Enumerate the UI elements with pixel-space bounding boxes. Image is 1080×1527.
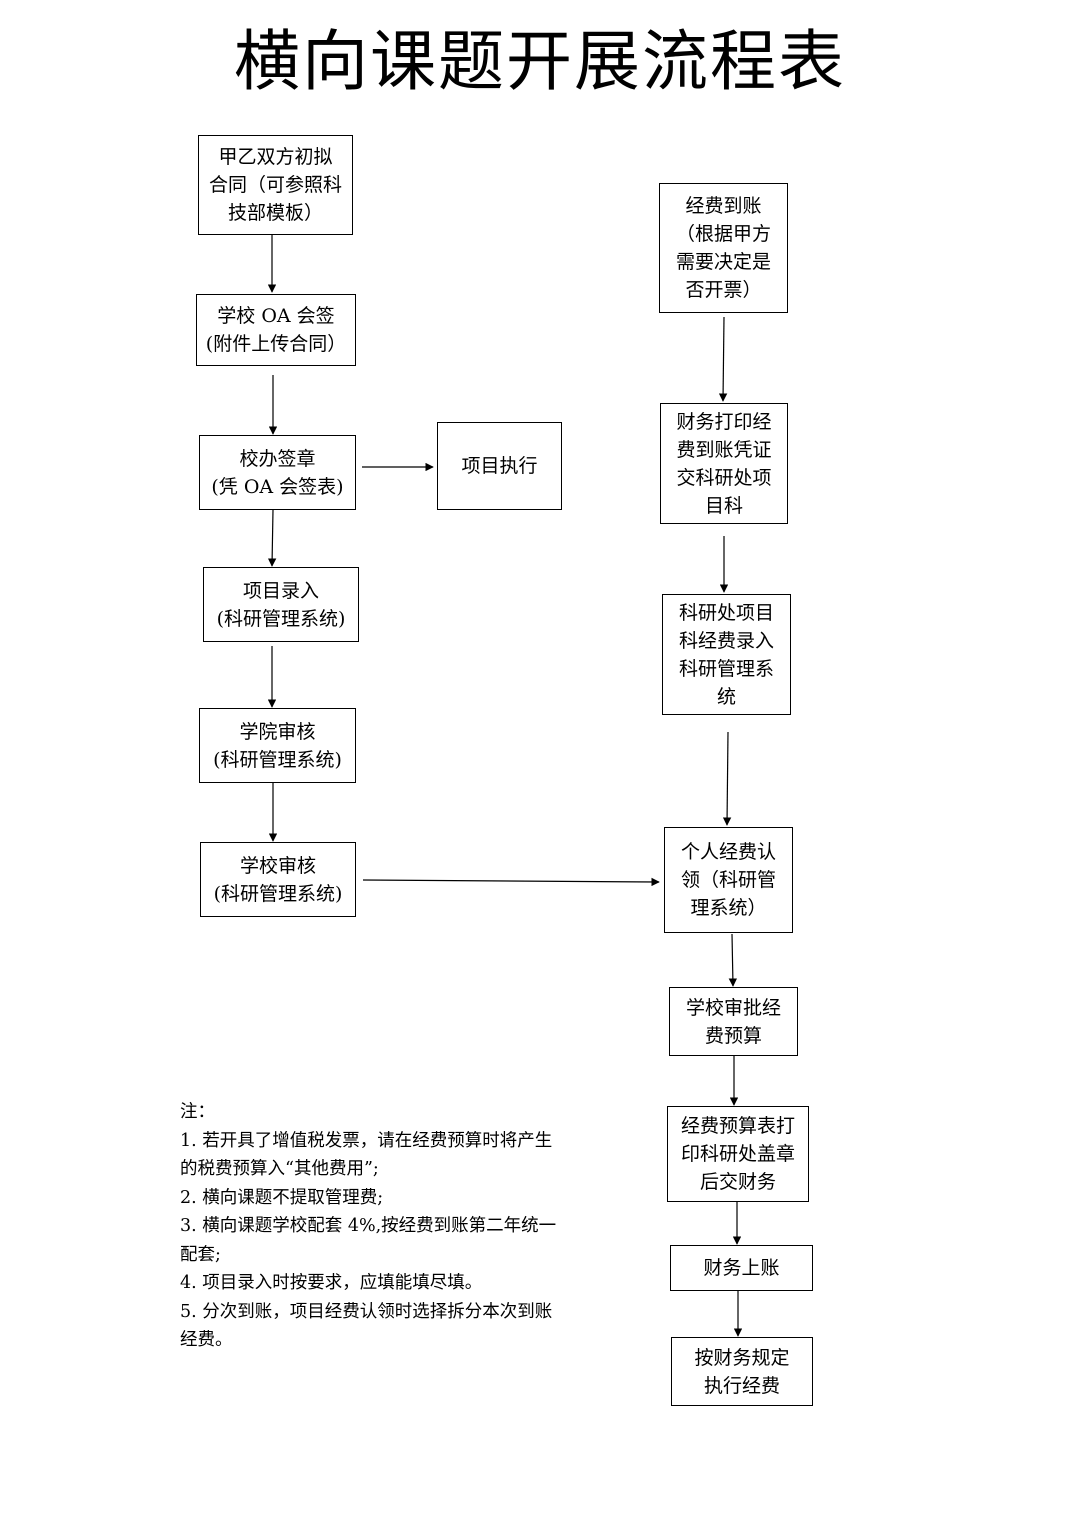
step-funds-arrive-label: 经费到账 （根据甲方 需要决定是 否开票）: [675, 195, 771, 301]
step-finance-posting: 财务上账: [670, 1245, 813, 1291]
step-budget-print-label: 经费预算表打 印科研处盖章 后交财务: [680, 1115, 795, 1193]
step-project-execution-label: 项目执行: [461, 455, 538, 477]
notes-heading: 注：: [180, 1102, 215, 1122]
note-item-5: 5. 分次到账，项目经费认领时选择拆分本次到账经费。: [180, 1301, 553, 1351]
step-finance-posting-label: 财务上账: [703, 1257, 780, 1279]
arrow-record-to-claim: [722, 731, 732, 826]
step-execute-funds: 按财务规定 执行经费: [671, 1337, 813, 1406]
step-funds-record-label: 科研处项目 科经费录入 科研管理系 统: [678, 601, 774, 708]
step-execute-funds-label: 按财务规定 执行经费: [694, 1346, 790, 1397]
note-item-4: 4. 项目录入时按要求，应填能填尽填。: [180, 1273, 483, 1293]
page-title: 横向课题开展流程表: [234, 23, 846, 100]
note-item-2: 2. 横向课题不提取管理费;: [180, 1187, 384, 1208]
step-personal-claim-label: 个人经费认 领（科研管 理系统）: [680, 841, 776, 919]
notes-section: 注： 1. 若开具了增值税发票，请在经费预算时将产生的税费预算入“其他费用”; …: [180, 1098, 560, 1355]
step-funds-arrive: 经费到账 （根据甲方 需要决定是 否开票）: [659, 183, 788, 313]
note-item-1: 1. 若开具了增值税发票，请在经费预算时将产生的税费预算入“其他费用”;: [180, 1130, 553, 1180]
arrow-claim-to-approve: [728, 933, 738, 987]
step-office-seal-label: 校办签章 (凭 OA 会签表): [211, 447, 344, 498]
step-project-entry-label: 项目录入 (科研管理系统): [216, 579, 346, 630]
arrow-arrive-to-print: [718, 316, 728, 402]
step-project-entry: 项目录入 (科研管理系统): [203, 567, 359, 642]
arrow-school-to-claim: [362, 877, 660, 887]
step-finance-print: 财务打印经 费到账凭证 交科研处项 目科: [660, 403, 788, 524]
step-funds-record: 科研处项目 科经费录入 科研管理系 统: [662, 594, 791, 715]
step-college-review: 学院审核 (科研管理系统): [199, 708, 356, 783]
step-school-review: 学校审核 (科研管理系统): [200, 842, 356, 917]
step-draft-contract: 甲乙双方初拟 合同（可参照科 技部模板）: [198, 135, 353, 235]
step-oa-countersign-label: 学校 OA 会签 (附件上传合同）: [205, 305, 347, 355]
step-project-execution: 项目执行: [437, 422, 562, 510]
step-budget-approval: 学校审批经 费预算: [669, 987, 798, 1056]
step-draft-contract-label: 甲乙双方初拟 合同（可参照科 技部模板）: [208, 146, 342, 224]
step-budget-approval-label: 学校审批经 费预算: [685, 996, 781, 1047]
step-finance-print-label: 财务打印经 费到账凭证 交科研处项 目科: [676, 410, 772, 517]
note-item-3: 3. 横向课题学校配套 4%,按经费到账第二年统一配套;: [180, 1216, 557, 1265]
step-budget-print: 经费预算表打 印科研处盖章 后交财务: [667, 1106, 809, 1202]
step-personal-claim: 个人经费认 领（科研管 理系统）: [664, 827, 793, 933]
arrow-seal-to-entry: [267, 509, 277, 567]
step-school-review-label: 学校审核 (科研管理系统): [213, 854, 343, 905]
step-oa-countersign: 学校 OA 会签 (附件上传合同）: [196, 294, 356, 366]
step-college-review-label: 学院审核 (科研管理系统): [213, 720, 342, 771]
step-office-seal: 校办签章 (凭 OA 会签表): [199, 435, 356, 510]
